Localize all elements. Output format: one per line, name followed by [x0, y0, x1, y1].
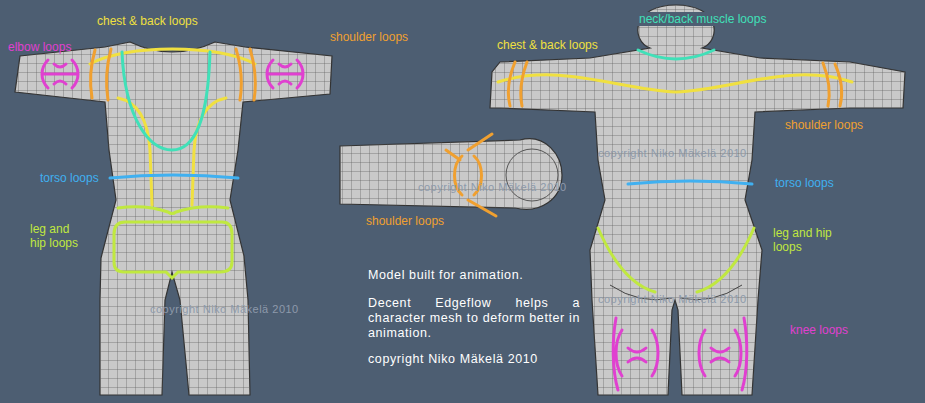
- hip-loop: [598, 228, 754, 292]
- torso-loop: [110, 175, 238, 178]
- shoulder-loop: [236, 49, 255, 100]
- neck-loop: [122, 52, 210, 150]
- shoulder-inset-mesh: [340, 139, 562, 210]
- loop-label: leg and hip loops: [773, 226, 833, 254]
- inset-grid: [340, 139, 562, 210]
- back-loop: [498, 75, 852, 92]
- loop-label: elbow loops: [8, 40, 71, 54]
- watermark: copyright Niko Mäkelä 2010: [598, 292, 747, 306]
- shoulder-loop: [91, 49, 111, 100]
- torso-side-loop: [192, 98, 226, 205]
- hip-loop: [118, 207, 228, 214]
- watermark: copyright Niko Mäkelä 2010: [150, 302, 299, 316]
- note-text: Decent Edgeflow helps a character mesh t…: [368, 296, 580, 341]
- loop-label: shoulder loops: [785, 118, 863, 132]
- front-mesh: [15, 42, 332, 395]
- loop-label: shoulder loops: [366, 214, 444, 228]
- watermark: copyright Niko Mäkelä 2010: [598, 146, 747, 160]
- shoulder-loop: [508, 62, 527, 106]
- knee-loop: [699, 318, 747, 390]
- loop-label: leg and hip loops: [30, 222, 86, 250]
- loop-label: chest & back loops: [97, 14, 198, 28]
- loop-label: torso loops: [775, 176, 834, 190]
- watermark: copyright Niko Mäkelä 2010: [418, 180, 567, 194]
- loop-label: neck/back muscle loops: [636, 12, 769, 26]
- inset-shoulder-loop: [446, 134, 496, 216]
- front-grid: [15, 42, 332, 395]
- neck-loop: [638, 50, 714, 59]
- front-silhouette: [15, 42, 332, 395]
- note-text: Model built for animation.: [368, 268, 580, 283]
- torso-loop: [628, 181, 752, 184]
- shoulder-loop: [823, 63, 842, 106]
- hip-loop: [114, 222, 232, 278]
- loop-label: torso loops: [40, 171, 99, 185]
- chest-loop: [90, 49, 255, 64]
- loop-label: shoulder loops: [330, 30, 408, 44]
- loop-label: knee loops: [790, 323, 848, 337]
- loop-label: chest & back loops: [497, 38, 598, 52]
- knee-loop: [613, 318, 658, 390]
- inset-silhouette: [340, 139, 562, 210]
- elbow-loop: [42, 60, 78, 88]
- note-text: copyright Niko Mäkelä 2010: [368, 352, 580, 367]
- shoulder-cap: [506, 149, 558, 201]
- elbow-loop: [267, 60, 303, 88]
